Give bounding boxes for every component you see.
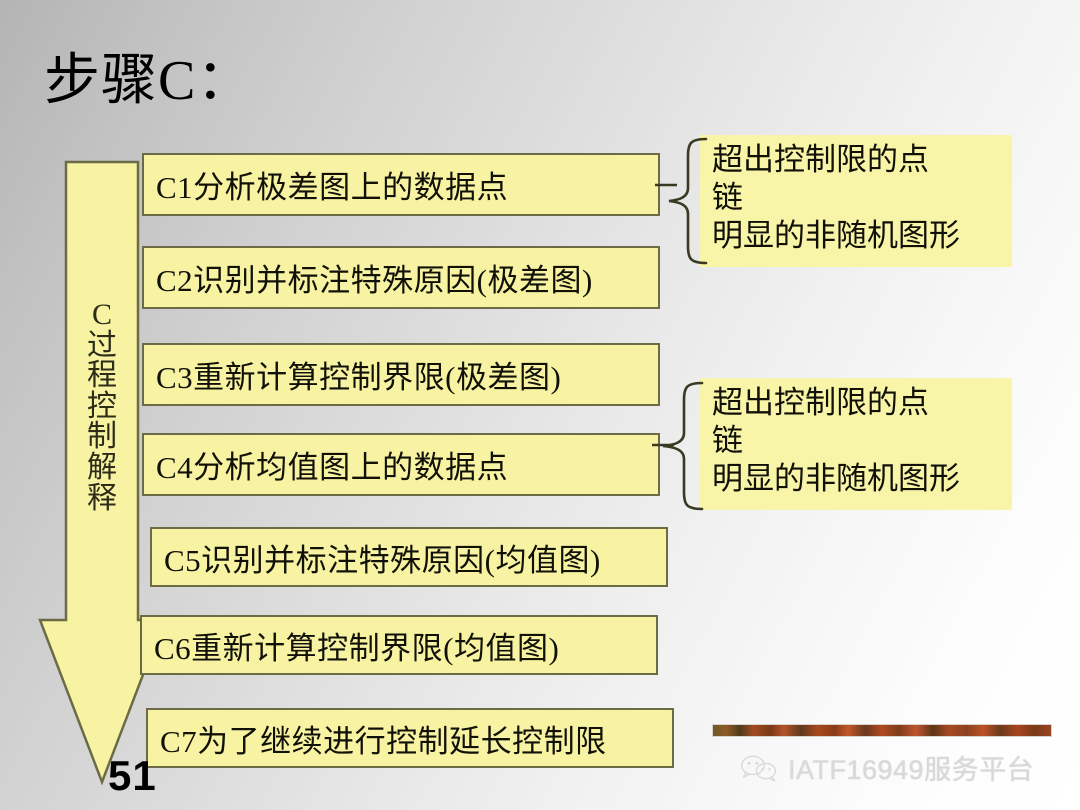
brace-range-chart: [664, 136, 708, 266]
callout-average-line-0: 超出控制限的点: [712, 385, 929, 420]
process-box-c4[interactable]: C4分析均值图上的数据点: [142, 433, 660, 496]
watermark-text: IATF16949服务平台: [788, 755, 1035, 785]
connector-c1-to-callout: [655, 178, 679, 192]
callout-average-line-2: 明显的非随机图形: [712, 460, 960, 496]
arrow-label-char-0: C: [91, 298, 112, 331]
arrow-label-char-6: 释: [87, 481, 117, 515]
process-box-c6[interactable]: C6重新计算控制界限(均值图): [140, 615, 658, 675]
callout-range-line-1: 链: [712, 179, 743, 215]
process-box-c1[interactable]: C1分析极差图上的数据点: [142, 153, 660, 216]
arrow-label-char-4: 制: [87, 420, 117, 454]
process-flow-arrow: [38, 160, 166, 785]
callout-average-line-1: 链: [712, 422, 743, 458]
arrow-label-char-3: 控: [87, 389, 117, 423]
page-title: 步骤C：: [44, 50, 254, 112]
watermark: IATF16949服务平台: [740, 748, 1034, 787]
wechat-icon: [741, 755, 777, 782]
watermark-color-bar: [712, 724, 1052, 737]
callout-range-line-0: 超出控制限的点: [712, 142, 929, 177]
connector-c4-to-callout: [652, 438, 676, 452]
callout-range-line-2: 明显的非随机图形: [712, 217, 960, 253]
process-box-c3[interactable]: C3重新计算控制界限(极差图): [142, 343, 660, 406]
callout-range-chart: 超出控制限的点 链 明显的非随机图形: [700, 135, 1012, 267]
process-box-c5[interactable]: C5识别并标注特殊原因(均值图): [150, 527, 668, 587]
arrow-label-char-5: 解: [87, 450, 117, 484]
arrow-label-char-1: 过: [87, 328, 117, 362]
arrow-label-char-2: 程: [87, 359, 117, 393]
arrow-vertical-label: C 过 程 控 制 解 释: [82, 298, 122, 515]
process-box-c7[interactable]: C7为了继续进行控制延长控制限: [146, 708, 674, 768]
callout-average-chart: 超出控制限的点 链 明显的非随机图形: [700, 378, 1012, 510]
page-number: 51: [108, 752, 157, 799]
process-box-c2[interactable]: C2识别并标注特殊原因(极差图): [142, 246, 660, 309]
